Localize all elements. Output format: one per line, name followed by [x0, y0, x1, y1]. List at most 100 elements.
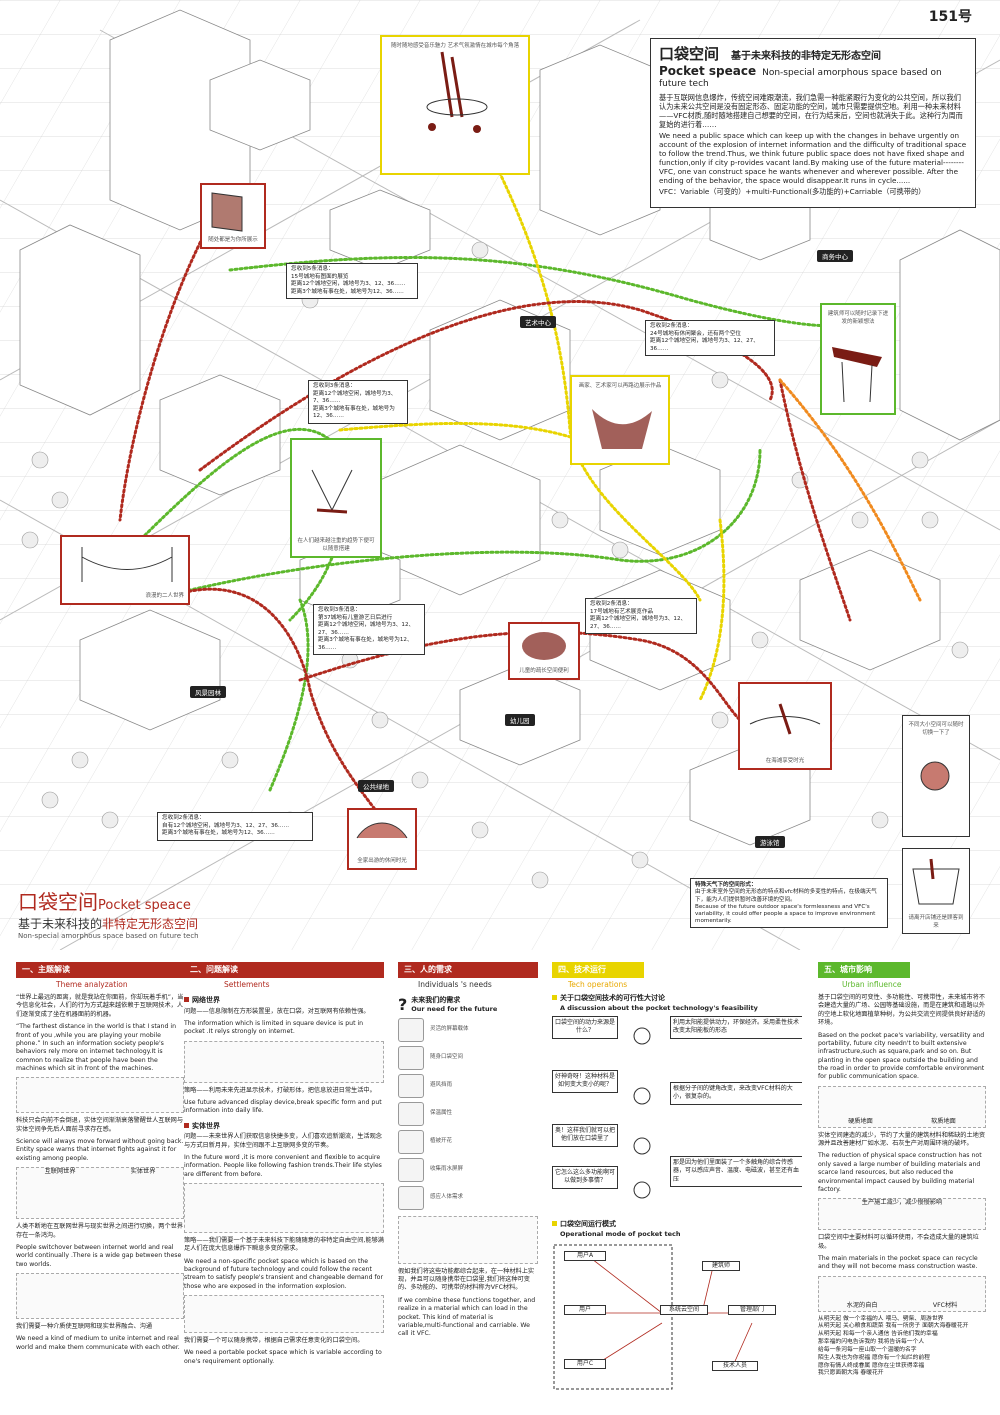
need-item: 感应人体需求: [398, 1184, 538, 1212]
management-box: 管理部门: [728, 1304, 776, 1315]
urban-text-2: 实体空间建造的减少，节约了大量的建筑材料和稀缺的土地资源并且改善建材厂如水泥、石…: [818, 1131, 986, 1148]
user-b-box: 用户: [564, 1304, 606, 1315]
architect-sketch: [832, 347, 882, 403]
urban-text-3-en: The main materials in the pocket space c…: [818, 1254, 978, 1271]
cloud-system-box: 系统云空间: [660, 1304, 708, 1315]
settle-q2-en: In the future word ,it is more convenien…: [184, 1153, 382, 1178]
place-label: 风景园林: [190, 686, 226, 698]
panel-head-en: Theme analyzation: [56, 980, 128, 989]
bottom-title-en: Pocket speace: [98, 898, 191, 913]
callout-switch: 不同大小空间可以随时切换一下了: [902, 715, 970, 837]
weather-box: 特殊天气下的空间形式： 由于未来室外空间的无形态的特点和vfc材料的多变性的特点…: [690, 878, 888, 928]
people-at-machines-sketch: [16, 1077, 184, 1114]
family-sketch: [356, 822, 408, 839]
callout-caption: 请离开店铺还是顾客到来: [908, 915, 964, 929]
urban-text-3: 口袋空间中主要材料可以循环使用，不会造成大量的建筑垃圾。: [818, 1234, 979, 1250]
panel-head: 一、主题解读: [16, 962, 184, 978]
callout-family: 全家出游的休闲时光: [347, 808, 417, 870]
callout-display: 随处都是为你所展示: [200, 183, 266, 249]
factory-sketch: 生产施工减少，减少慢慢影响: [818, 1198, 986, 1231]
callout-caption: 儿童的疏长空间便利: [519, 668, 569, 674]
bottom-sub-b: 非特定无形态空间: [102, 917, 199, 931]
display-sketch: [211, 192, 243, 232]
bottom-title-cn: 口袋空间: [18, 890, 98, 914]
message-note: 您收到2条消息：17号城地有艺术展览作品距离12个城地空闲，城地号为3、12、2…: [585, 598, 697, 635]
callout-caption: 随处都是为你所展示: [208, 237, 258, 243]
need-item: 避风挡雨: [398, 1072, 538, 1100]
music-sketch: [426, 51, 488, 133]
callout-beach: 在海滩享受时光: [738, 682, 832, 770]
theme-text-2: “The farthest distance in the world is t…: [16, 1023, 177, 1072]
theme-text-4: Science will always move forward without…: [16, 1138, 184, 1162]
panel-head-en: Individuals 's needs: [418, 980, 492, 989]
subtitle-en: Non-special amorphous space based on fut…: [659, 67, 942, 89]
settle-c2: 策略——我们需要一个基于未来科技下能随随意的非特定自由空间,能够满足人们在庞大信…: [184, 1236, 384, 1253]
bottom-sub-en: Non-special amorphous space based on fut…: [18, 932, 199, 940]
gap-sketch: [16, 1272, 184, 1319]
user-a-box: 用户A: [564, 1250, 606, 1261]
question-bubble: 奥！这样我们就可以把他们放在口袋里了: [552, 1124, 618, 1147]
callout-crowd: 在人们越来越注重的趋势下便可以随意搭建: [290, 438, 382, 558]
theme-text-1: “世界上最远的距离，就是我站在你面前，你却玩着手机”，当今信息化社会，人们的行为…: [16, 994, 184, 1018]
callout-caption: 不同大小空间可以随时切换一下了: [908, 722, 964, 736]
callout-caption: 在人们越来越注重的趋势下便可以随意搭建: [297, 538, 375, 552]
place-label: 商务中心: [817, 250, 853, 262]
theme-text-8: We need a kind of medium to unite intern…: [16, 1335, 180, 1351]
settle-q2: 问题——未来世界人们获取信息快捷多变，人们喜欢追新潮流，生活观念与方式日新月异，…: [184, 1133, 382, 1149]
painter-sketch: [592, 409, 652, 449]
urban-text-2-en: The reduction of physical space construc…: [818, 1152, 982, 1193]
switch-sketch: [920, 761, 950, 791]
panel-head-en: Tech operations: [568, 980, 628, 989]
answer-bubble: 利用太阳能提供动力，环保经济。采用柔性技术改变太阳能板的形态: [670, 1016, 802, 1039]
callout-shop: 请离开店铺还是顾客到来: [902, 848, 970, 934]
panel-tech: 四、技术运行 Tech operations 关于口袋空间技术的可行性大讨论 A…: [552, 962, 802, 1410]
title-en: Pocket speace: [659, 63, 757, 78]
panel-head-en: Urban influence: [842, 980, 902, 989]
speaker-figures: [633, 1027, 651, 1199]
place-label: 公共绿地: [358, 780, 394, 792]
vfc-material-sketch: [398, 1215, 538, 1264]
theme-text-6: People switchover between internet world…: [16, 1243, 182, 1268]
discussion-area: 口袋空间的动力来源是什么？ 利用太阳能提供动力，环保经济。采用柔性技术改变太阳能…: [552, 1016, 802, 1216]
question-bubble: 口袋空间的动力来源是什么？: [552, 1016, 618, 1039]
page-number: 151号: [928, 9, 972, 25]
place-label: 幼儿园: [505, 714, 535, 726]
bottom-title: 口袋空间Pocket speace 基于未来科技的非特定无形态空间 Non-sp…: [18, 886, 199, 940]
message-note: 您收到3条消息：距离12个城地空闲，城地号为3、7、36……距离3个城地有事在处…: [308, 380, 408, 424]
subtitle-cn: 基于未来科技的非特定无形态空间: [731, 51, 882, 62]
place-label: 艺术中心: [520, 316, 556, 328]
screen-icon: [398, 1017, 424, 1042]
panel-head-en: Settlements: [224, 980, 270, 989]
callout-music: 随时随地感受音乐魅力 艺术气氛激情在城市每个角落: [380, 35, 530, 175]
pocket-icon: [398, 1045, 424, 1070]
user-c-box: 用户C: [564, 1358, 606, 1369]
urban-text-1: 基于口袋空间的可变性、多功能性、可携带性，未来城市将不会建造大量的广场、公园等基…: [818, 994, 986, 1027]
plant-icon: [398, 1129, 424, 1154]
settle-c1-en: Use future advanced display device,break…: [184, 1099, 382, 1115]
panel-head: 二、问题解读: [184, 962, 384, 978]
architect-box: 建筑师: [702, 1260, 740, 1271]
place-label: 游泳馆: [755, 836, 785, 848]
panel-head: 四、技术运行: [552, 962, 644, 978]
operation-diagram: 用户A 用户 用户C 系统云空间 建筑师 管理部门 技术人员: [552, 1243, 802, 1393]
callout-caption: 浪漫的二人世界: [145, 593, 184, 599]
tech-mode-en: Operational mode of pocket tech: [560, 1229, 681, 1238]
panel-urban: 五、城市影响 Urban influence 基于口袋空间的可变性、多功能性、可…: [818, 962, 986, 1410]
space-sketch: [184, 1295, 384, 1334]
desc-en: We need a public space which can keep up…: [659, 131, 967, 186]
couple-sketch: [81, 547, 173, 582]
needs-text-en: If we combine these functions together, …: [398, 1296, 536, 1338]
question-bubble: 它怎么这么多功能啊可以做到多事情？: [552, 1166, 618, 1189]
need-item: 灵活的屏幕载体: [398, 1016, 538, 1044]
desc-cn: 基于互联网信息爆炸，传统空间难跟潮流，我们急需一种能紧跟行为变化的公共空间，所以…: [659, 93, 963, 130]
callout-children: 儿童的疏长空间便利: [508, 622, 580, 680]
message-note: 您收到3条消息：第37城地有儿童游艺日后进行距离12个城地空闲，城地号为3、12…: [313, 604, 425, 656]
panel-head: 五、城市影响: [818, 962, 910, 978]
devices-sketch: [184, 1040, 384, 1083]
poem: 从明天起 做一个幸福的人 喂马、劈柴、周游世界从明天起 关心粮食和蔬菜 我有一所…: [818, 1315, 969, 1377]
message-note: 您收到2条消息：自有12个城地空闲，城地号为3、12、27、36……距离3个城地…: [157, 812, 313, 841]
callout-caption: 建筑师可以随时记录下迸发的新颖想法: [827, 311, 889, 325]
